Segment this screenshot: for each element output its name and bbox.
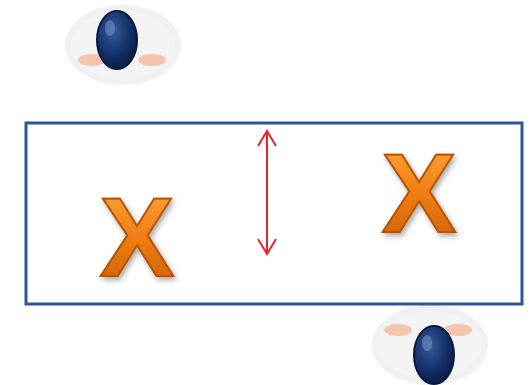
eye-capsule-icon — [372, 305, 488, 385]
frame-rectangle — [24, 121, 524, 306]
x-marker-right: X — [381, 130, 458, 257]
vertical-double-arrow — [257, 129, 277, 256]
x-marker-label: X — [100, 175, 175, 300]
x-marker-label: X — [382, 131, 457, 256]
eye-capsule-icon — [65, 5, 181, 85]
x-marker-left: X — [99, 174, 176, 301]
